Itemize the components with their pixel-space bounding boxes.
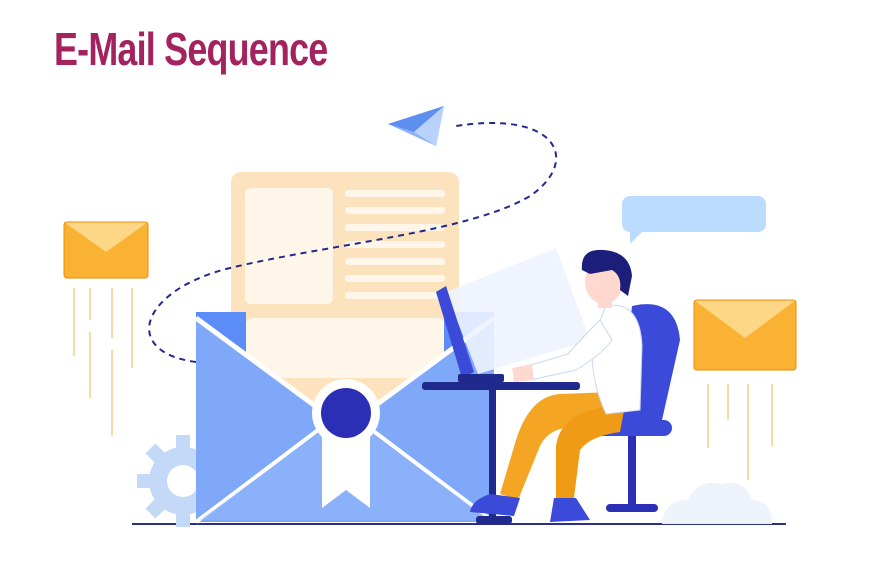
envelope-icon (693, 299, 797, 480)
person-working (470, 249, 643, 522)
monitor (436, 286, 504, 382)
screen-glow (446, 248, 590, 374)
cloud-shape (662, 482, 772, 524)
document-sheet (231, 172, 459, 402)
page-title: E-Mail Sequence (54, 23, 328, 75)
envelope-icon (63, 221, 149, 436)
ribbon-seal-icon (312, 379, 380, 508)
desk (422, 382, 580, 524)
email-flow-dashed-path (148, 122, 558, 363)
paper-plane-icon (388, 106, 444, 146)
chat-bubble-icon (622, 196, 766, 244)
